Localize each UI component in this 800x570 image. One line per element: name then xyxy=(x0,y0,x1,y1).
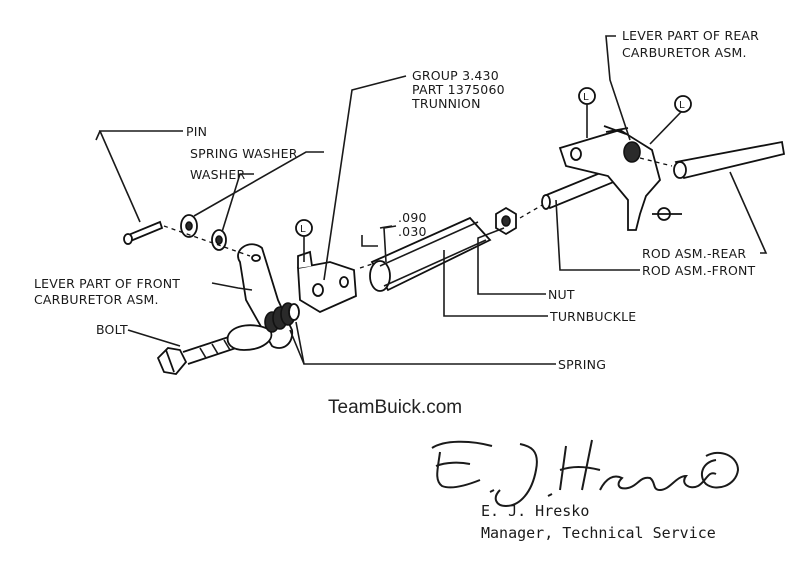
dimension-top-label: .090 xyxy=(398,210,427,225)
labels: PIN SPRING WASHER WASHER GROUP 3.430 PAR… xyxy=(34,28,759,372)
turnbuckle-label: TURNBUCKLE xyxy=(549,309,636,324)
spring-part xyxy=(264,302,300,333)
signatory-title: Manager, Technical Service xyxy=(481,524,716,542)
spring-label: SPRING xyxy=(558,357,606,372)
leader-lines xyxy=(95,35,768,365)
lever-front-label-line1: LEVER PART OF FRONT xyxy=(34,276,180,291)
spring-washer-part xyxy=(180,214,198,238)
svg-text:L: L xyxy=(583,92,589,103)
rear-rod-part xyxy=(639,140,786,180)
lube-marker-left: L xyxy=(295,219,313,262)
pin-part xyxy=(123,220,164,245)
trunnion-label: TRUNNION xyxy=(411,96,481,111)
spring-washer-label: SPRING WASHER xyxy=(190,146,298,161)
front-lever-part xyxy=(226,243,294,351)
dimension-bottom-label: .030 xyxy=(398,224,427,239)
rear-lever-part xyxy=(558,125,682,231)
washer-label: WASHER xyxy=(190,167,245,182)
signatory-name: E. J. Hresko xyxy=(481,502,589,520)
signature-image xyxy=(431,439,740,508)
turnbuckle-part xyxy=(369,216,492,292)
rod-front-label: ROD ASM.-FRONT xyxy=(642,263,756,278)
lube-marker-rear-1: L xyxy=(578,87,596,138)
nut-part xyxy=(495,206,517,236)
svg-text:L: L xyxy=(300,224,306,235)
lever-rear-label-line1: LEVER PART OF REAR xyxy=(622,28,759,43)
part-number-label: PART 1375060 xyxy=(412,82,505,97)
group-label: GROUP 3.430 xyxy=(412,68,499,83)
trunnion-part xyxy=(297,250,357,314)
lever-front-label-line2: CARBURETOR ASM. xyxy=(34,292,159,307)
watermark-text: TeamBuick.com xyxy=(328,397,462,418)
lube-marker-rear-2: L xyxy=(649,95,692,145)
washer-part xyxy=(211,229,227,251)
bolt-label: BOLT xyxy=(96,322,128,337)
svg-text:L: L xyxy=(679,100,685,111)
nut-label: NUT xyxy=(548,287,575,302)
lever-rear-label-line2: CARBURETOR ASM. xyxy=(622,45,747,60)
rod-rear-label: ROD ASM.-REAR xyxy=(642,246,746,261)
pin-label: PIN xyxy=(186,124,207,139)
